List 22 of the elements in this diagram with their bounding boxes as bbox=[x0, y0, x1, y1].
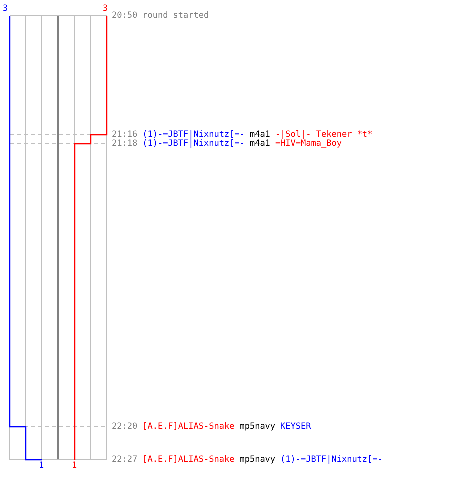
timestamp: 21:18 bbox=[112, 139, 138, 149]
timestamp: 22:20 bbox=[112, 422, 138, 432]
timestamp: 21:16 bbox=[112, 130, 138, 140]
weapon-name: mp5navy bbox=[240, 455, 276, 465]
player-name: -|Sol|- Tekener *t* bbox=[275, 130, 373, 140]
weapon-name: mp5navy bbox=[240, 422, 276, 432]
event-text: round started bbox=[142, 11, 210, 21]
player-count: 1 bbox=[39, 461, 44, 471]
player-count: 3 bbox=[103, 4, 108, 14]
player-name: (1)-=JBTF|Nixnutz[=- bbox=[280, 455, 383, 465]
player-name: (1)-=JBTF|Nixnutz[=- bbox=[142, 139, 245, 149]
player-name: (1)-=JBTF|Nixnutz[=- bbox=[142, 130, 245, 140]
player-name: KEYSER bbox=[280, 422, 312, 432]
player-count: 1 bbox=[72, 461, 78, 471]
weapon-name: m4a1 bbox=[250, 130, 270, 140]
player-name: =HIV=Mama_Boy bbox=[275, 139, 342, 149]
player-name: [A.E.F]ALIAS-Snake bbox=[142, 422, 235, 432]
timestamp: 22:27 bbox=[112, 455, 138, 465]
weapon-name: m4a1 bbox=[250, 139, 270, 149]
player-count: 3 bbox=[3, 4, 8, 14]
timestamp: 20:50 bbox=[112, 11, 138, 21]
player-name: [A.E.F]ALIAS-Snake bbox=[142, 455, 235, 465]
